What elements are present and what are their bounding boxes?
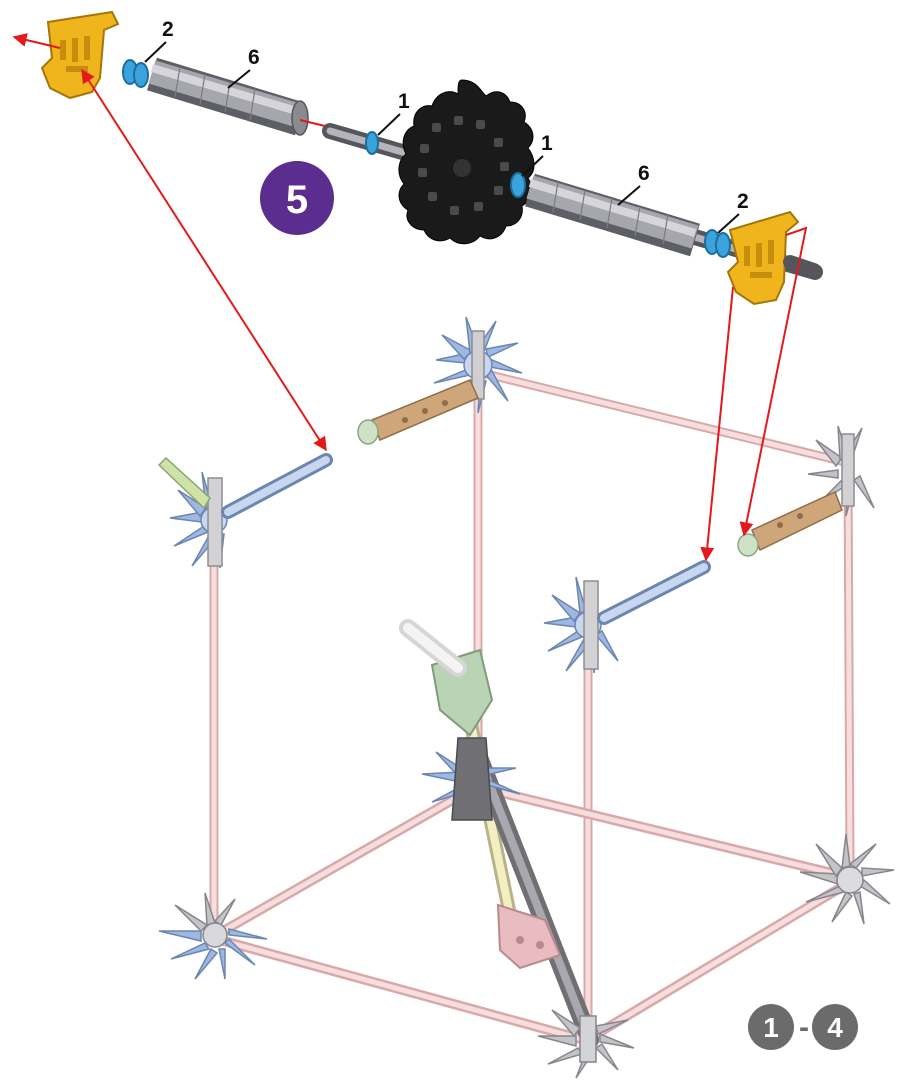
callout-spacer-center-left: 1 (398, 90, 410, 113)
cube-frame (157, 316, 895, 1079)
callout-spacer-left: 2 (162, 18, 174, 41)
frame-rod-right-vertical (843, 469, 855, 871)
tan-rod-right (737, 490, 843, 557)
callout-leader-spacer-center-left (377, 113, 401, 136)
arrow-clip-left-to-rod (81, 68, 327, 452)
tan-rod-top-back (357, 379, 479, 445)
spacer-center-left (365, 131, 379, 155)
step-badge: 5 (260, 161, 334, 235)
callout-leader-tube-left (227, 69, 251, 89)
spacer-right (704, 229, 731, 258)
previous-step-separator: - (799, 1011, 809, 1044)
frame-rod-top-back-right (473, 367, 850, 467)
connector-bottom-back (421, 737, 521, 821)
connector-bottom-left (158, 892, 268, 980)
previous-step-to: 4 (827, 1012, 843, 1043)
callout-spacer-right: 2 (737, 190, 749, 213)
callout-leader-spacer-left (144, 41, 167, 63)
callouts: 2 6 1 1 6 2 (144, 18, 749, 234)
connector-bottom-front (537, 1009, 635, 1079)
connector-front-mid (543, 576, 619, 674)
frame-rod-bottom-back-left (220, 785, 475, 935)
callout-spacer-center-right: 1 (541, 132, 553, 155)
axle-assembly (40, 10, 823, 306)
callout-leader-tube-right (617, 185, 641, 206)
callout-tube-left: 6 (248, 46, 260, 69)
assembly-arrows (12, 33, 808, 562)
arrow-clip-right-to-tan-rod (739, 226, 808, 537)
previous-steps-indicator: 1 - 4 (748, 1004, 858, 1050)
previous-step-to-circle (812, 1004, 858, 1050)
arrow-clip-right-to-front-rod (700, 286, 734, 562)
clip-right (726, 210, 821, 306)
spacer-center-right (510, 172, 526, 198)
connector-left-mid (157, 456, 228, 569)
blue-rod-left (221, 453, 333, 519)
connector-bottom-right (799, 833, 895, 925)
step-badge-circle (260, 161, 334, 235)
previous-step-from: 1 (763, 1012, 779, 1043)
step-number: 5 (286, 178, 308, 222)
frame-rod-bottom-back-right (485, 785, 845, 880)
frame-rod-bottom-front-right (590, 880, 850, 1040)
gear-wheel (398, 79, 535, 245)
arrow-clip-left-out (12, 33, 61, 49)
callout-tube-right: 6 (638, 162, 650, 185)
tube-left (147, 57, 309, 136)
clip-left (40, 10, 120, 100)
diagonal-brace (399, 619, 599, 1049)
tube-right (525, 173, 700, 257)
frame-rod-bottom-front-left (215, 935, 590, 1045)
blue-rod-front (597, 560, 711, 625)
spacer-left (122, 59, 149, 88)
callout-leader-spacer-right (717, 213, 740, 234)
callout-leader-spacer-center-right (521, 155, 544, 177)
previous-step-from-circle (748, 1004, 794, 1050)
